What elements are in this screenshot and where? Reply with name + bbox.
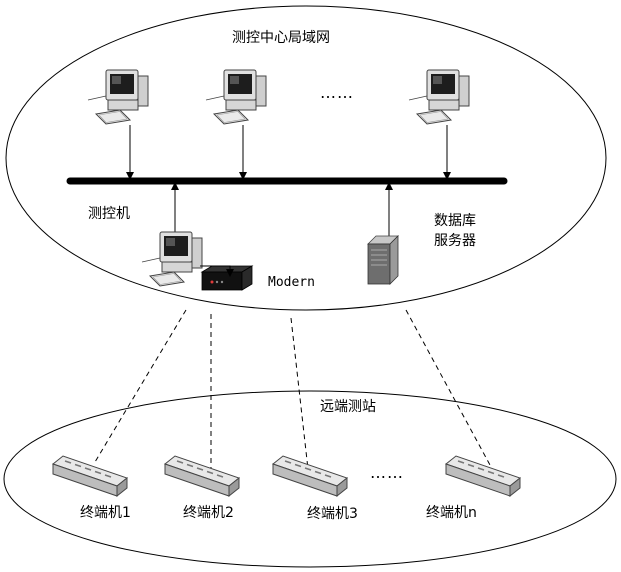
terminal-n [445,455,521,497]
dashed-link-4 [405,309,491,466]
lan-computer-1 [87,69,149,125]
lan-computer-3 [408,69,470,125]
terminal-label-1: 终端机1 [80,505,131,521]
db-server-label-line1: 数据库 [434,213,476,229]
modem-icon [200,265,254,291]
lan-title: 测控中心局域网 [232,30,330,46]
modem-label: Modern [268,275,315,290]
remote-station-title: 远端测站 [320,399,376,415]
terminal-label-n: 终端机n [426,505,477,521]
remote-station-boundary [3,390,617,568]
terminal-1 [52,455,128,497]
lan-ellipsis: …… [320,83,354,102]
control-computer [141,231,203,287]
server-tower-icon [367,235,399,285]
lan-boundary [5,5,607,311]
remote-ellipsis: …… [370,463,404,482]
dashed-link-3 [290,317,310,479]
db-server-label-line2: 服务器 [434,233,476,249]
terminal-2 [164,455,240,497]
terminal-label-3: 终端机3 [307,506,358,522]
control-computer-label: 测控机 [88,206,130,222]
lan-computer-2 [205,69,267,125]
terminal-label-2: 终端机2 [183,505,234,521]
terminal-3 [272,455,348,497]
computer-modem-arrow [200,265,234,277]
dashed-link-1 [94,309,187,463]
remote-links [94,309,491,479]
